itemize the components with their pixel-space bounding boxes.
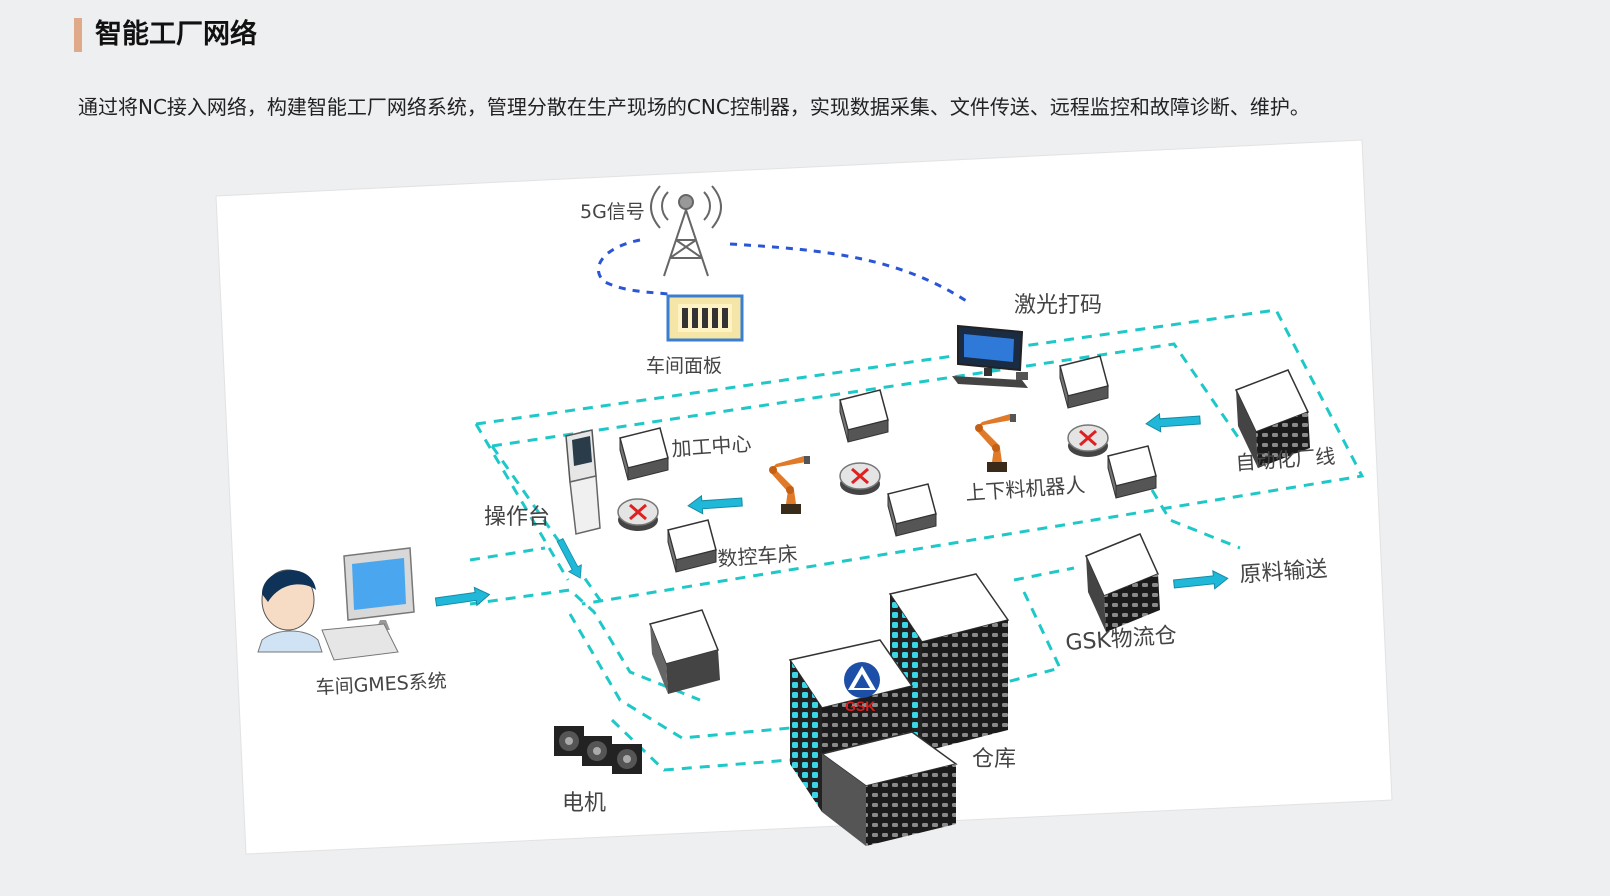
gsk-logistics-box-icon (1084, 533, 1160, 632)
warehouse-racks-icon (788, 573, 1010, 846)
page-description: 通过将NC接入网络，构建智能工厂网络系统，管理分散在生产现场的CNC控制器，实现… (78, 95, 1310, 119)
label-console: 操作台 (484, 505, 550, 530)
machine-box-icon (839, 389, 889, 443)
label-raw-material: 原料输送 (1239, 557, 1329, 588)
machine-box-icon (619, 427, 669, 481)
machine-box-icon (887, 483, 937, 537)
page-title: 智能工厂网络 (95, 19, 257, 50)
label-machining-center: 加工中心 (671, 431, 752, 461)
label-laser-marking: 激光打码 (1014, 293, 1102, 318)
diagram-canvas (215, 139, 1393, 855)
gmes-computer-icon (321, 547, 415, 661)
machine-box-icon (667, 519, 717, 573)
machine-box-icon (1059, 355, 1109, 409)
label-motor: 电机 (562, 791, 606, 816)
laser-marking-computer-icon (952, 324, 1028, 388)
gsk-logo-icon: GSK (844, 662, 880, 714)
wireless-links (596, 238, 969, 304)
label-cnc-lathe: 数控车床 (717, 541, 798, 571)
title-accent-bar (74, 18, 82, 52)
network-lines (469, 308, 1365, 772)
label-warehouse: 仓库 (972, 747, 1016, 772)
router-icon (838, 461, 882, 497)
machine-box-icon (1107, 445, 1157, 499)
workshop-panel-icon (666, 294, 744, 342)
machine-box-icon (648, 609, 720, 694)
console-kiosk-icon (565, 429, 601, 535)
label-workshop-panel: 车间面板 (646, 355, 722, 377)
svg-text:GSK: GSK (845, 698, 875, 714)
router-icon (616, 497, 660, 533)
gmes-operator-icon (257, 569, 323, 653)
label-5g-signal: 5G信号 (580, 201, 645, 223)
automation-line-box-icon (1234, 369, 1310, 468)
router-icon (1066, 423, 1110, 459)
motor-icon (554, 726, 642, 774)
5g-tower-icon (650, 185, 722, 277)
